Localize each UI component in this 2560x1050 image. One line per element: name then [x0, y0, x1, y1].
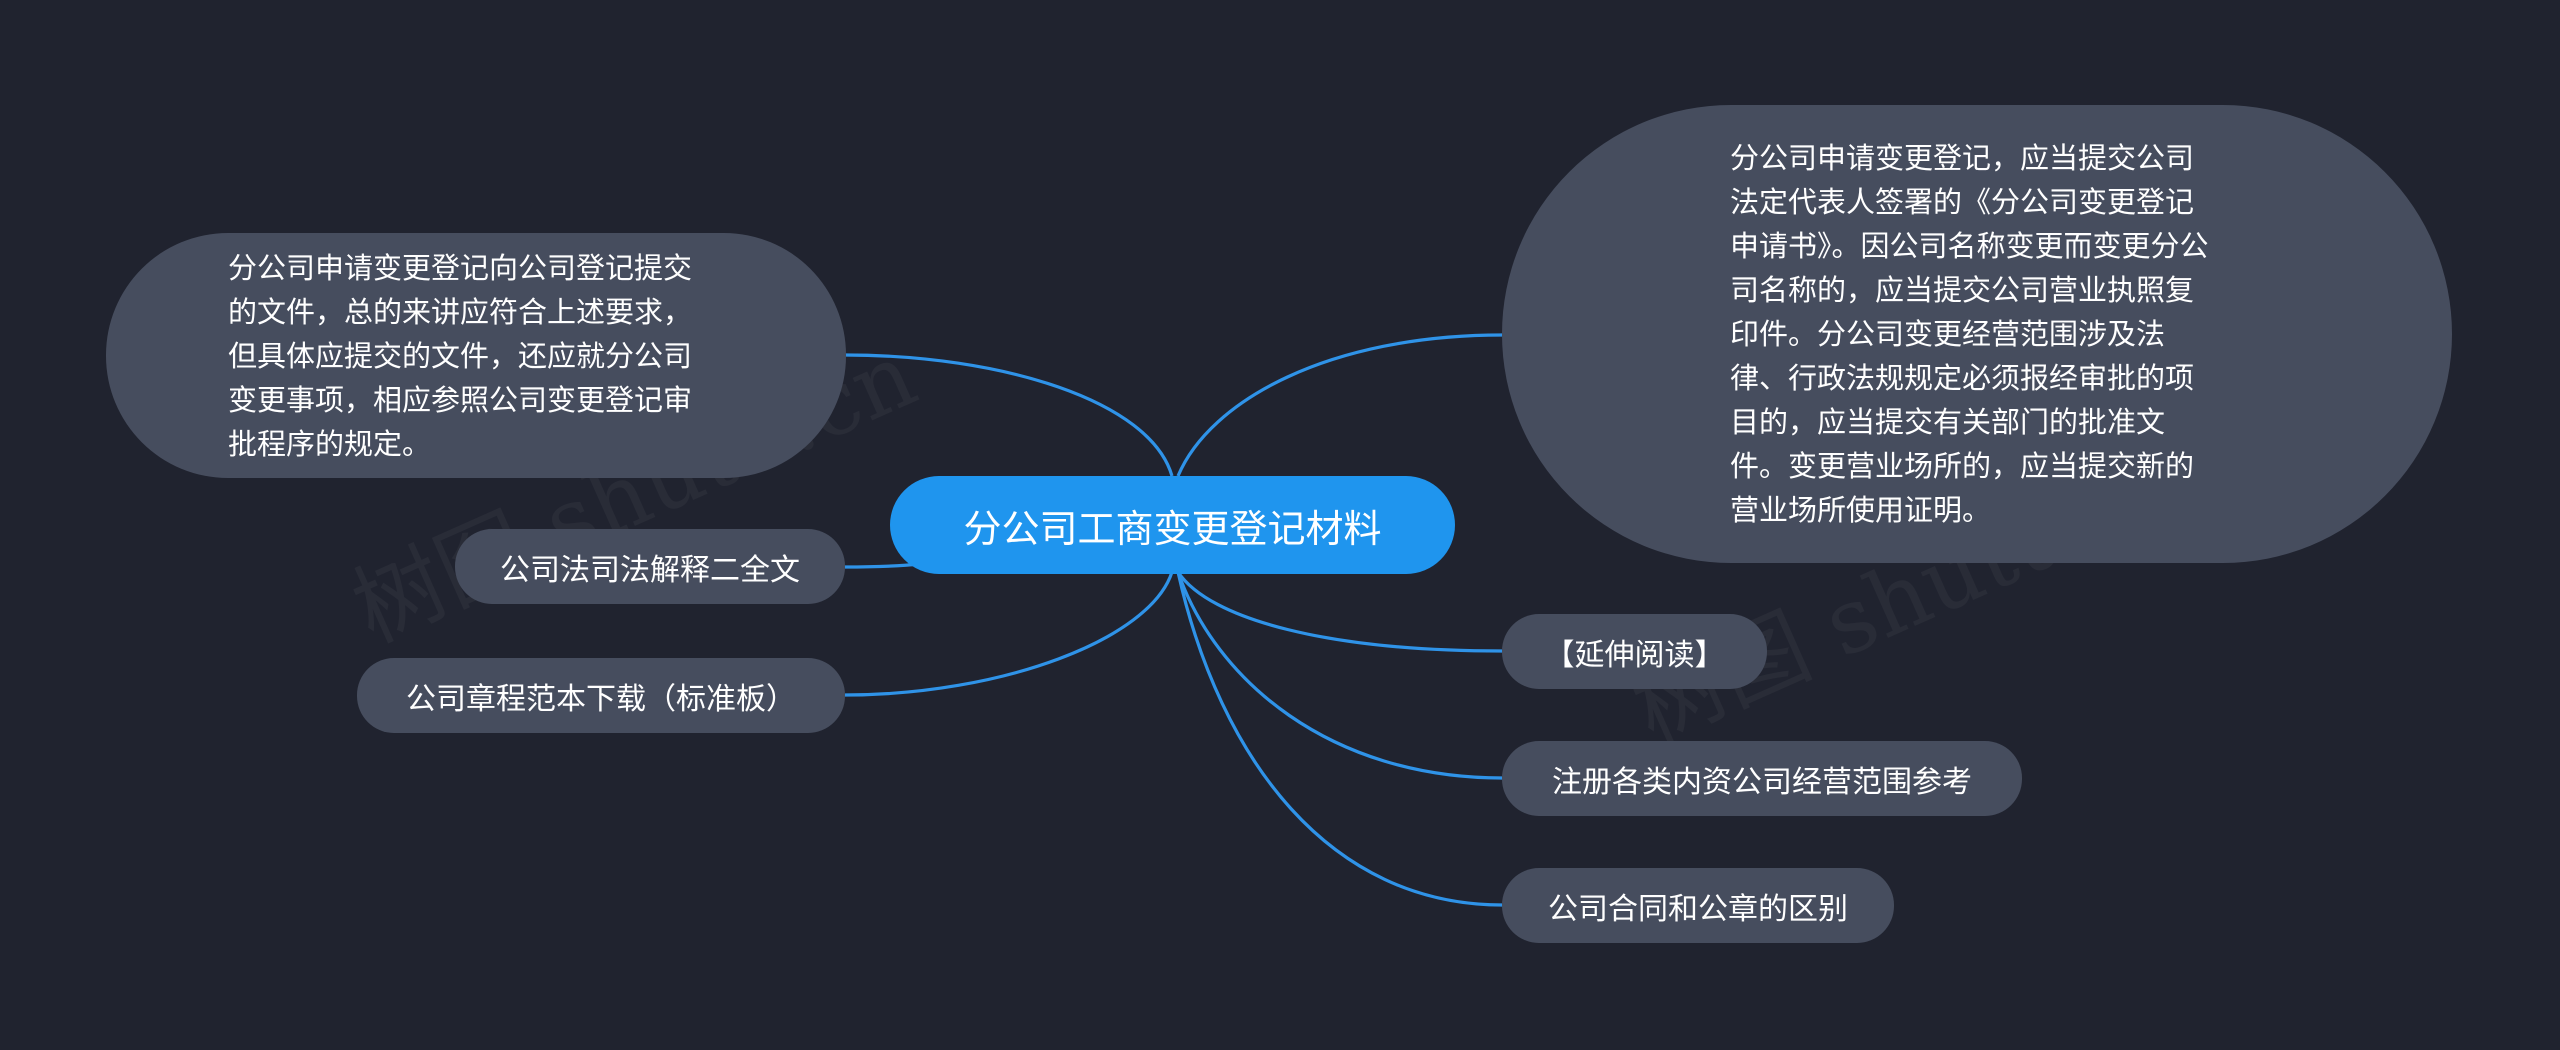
topic-company-law-interpretation-label: 公司法司法解释二全文 [500, 552, 800, 588]
topic-company-law-interpretation[interactable]: 公司法司法解释二全文 [455, 529, 845, 604]
edge-right-big [1176, 333, 1503, 477]
topic-extended-reading-label: 【延伸阅读】 [1544, 637, 1725, 673]
topic-left-detail-text: 分公司申请变更登记向公司登记提交的文件，总的来讲应符合上述要求，但具体应提交的文… [228, 250, 693, 461]
edge-right-4 [1176, 571, 1503, 907]
topic-articles-template-download[interactable]: 公司章程范本下载（标准板） [357, 658, 845, 733]
topic-business-scope-reference[interactable]: 注册各类内资公司经营范围参考 [1502, 741, 2022, 816]
edge-left-2 [844, 562, 921, 569]
edge-left-big [844, 353, 1174, 477]
root-topic-label: 分公司工商变更登记材料 [963, 506, 1382, 551]
topic-right-detail-text: 分公司申请变更登记，应当提交公司法定代表人签署的《分公司变更登记申请书》。因公司… [1730, 141, 2209, 527]
topic-extended-reading[interactable]: 【延伸阅读】 [1502, 614, 1767, 689]
topic-business-scope-reference-label: 注册各类内资公司经营范围参考 [1552, 764, 1972, 800]
edge-right-3 [1176, 571, 1503, 780]
topic-articles-template-download-label: 公司章程范本下载（标准板） [406, 681, 796, 717]
topic-contract-seal-difference[interactable]: 公司合同和公章的区别 [1502, 868, 1894, 943]
edge-right-2 [1176, 571, 1503, 653]
edge-left-3 [844, 571, 1174, 697]
root-topic[interactable]: 分公司工商变更登记材料 [890, 476, 1455, 574]
topic-right-detail[interactable]: 分公司申请变更登记，应当提交公司法定代表人签署的《分公司变更登记申请书》。因公司… [1502, 105, 2452, 563]
topic-contract-seal-difference-label: 公司合同和公章的区别 [1548, 891, 1848, 927]
topic-left-detail[interactable]: 分公司申请变更登记向公司登记提交的文件，总的来讲应符合上述要求，但具体应提交的文… [106, 233, 846, 478]
